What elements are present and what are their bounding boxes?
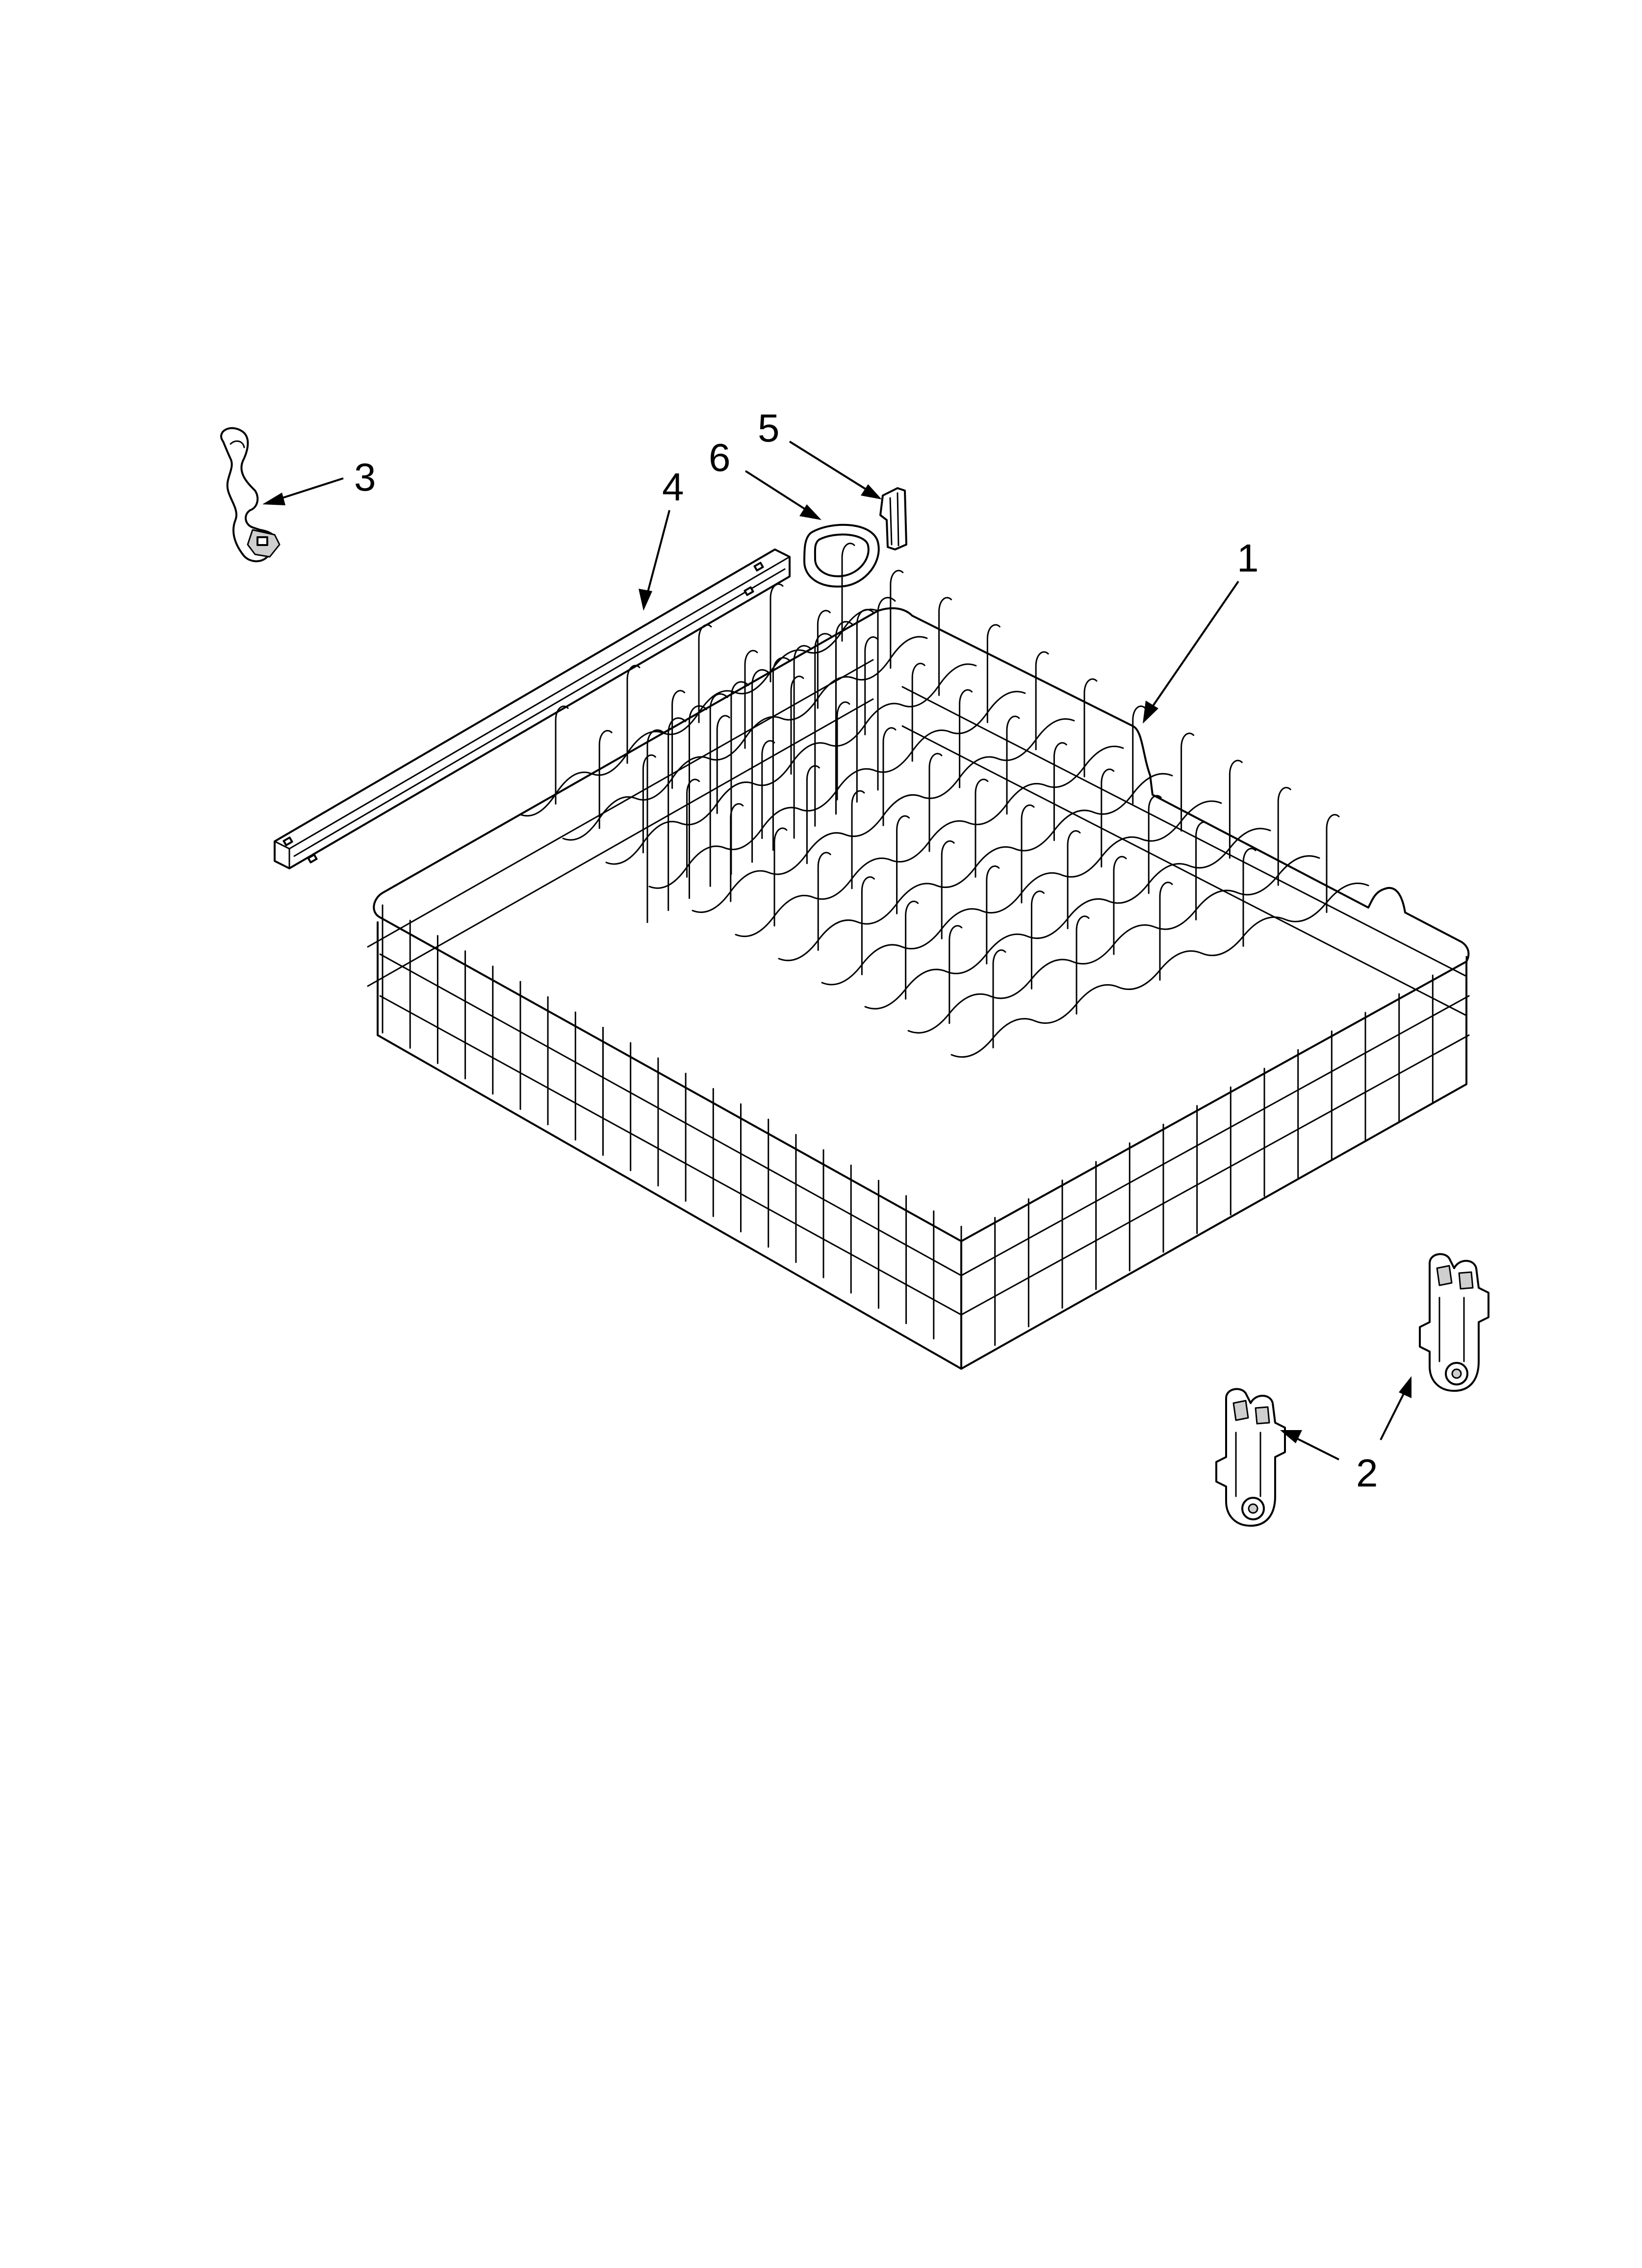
rack-tine	[1053, 742, 1067, 841]
rack-tine	[1076, 915, 1090, 1015]
rack-tine	[851, 790, 865, 889]
part-2-adjuster-right	[1419, 1253, 1489, 1392]
rack-tine	[992, 949, 1006, 1048]
rack-tine	[1277, 786, 1291, 886]
rack-back-tine	[877, 597, 896, 791]
rack-back-tine	[709, 693, 728, 887]
rack-tine	[770, 583, 784, 682]
part-1-dishrack	[367, 543, 1470, 1370]
callout-5: 5	[758, 406, 882, 499]
rack-tine	[555, 705, 569, 805]
callout-1: 1	[1143, 536, 1259, 724]
rack-tine	[1006, 715, 1020, 815]
rack-tine	[730, 803, 744, 902]
rack-back-tine	[751, 669, 770, 863]
rack-tine	[698, 624, 712, 723]
rack-tine	[890, 570, 904, 669]
callout-4-label: 4	[662, 465, 684, 509]
rack-tine	[817, 610, 831, 709]
rack-tine	[817, 852, 831, 951]
rack-tine	[642, 754, 656, 854]
callout-6: 6	[709, 436, 821, 520]
rack-tine	[1159, 882, 1173, 981]
rack-tine	[986, 865, 1000, 965]
part-6-ring	[803, 523, 880, 588]
rack-tine	[1113, 856, 1127, 955]
rack-tine	[949, 925, 963, 1024]
rack-tine	[1180, 732, 1195, 832]
rack-tine	[1083, 678, 1098, 778]
rack-tine	[1067, 830, 1081, 929]
rack-tine	[938, 597, 952, 696]
part-3-clip	[220, 427, 281, 563]
rack-tine	[1195, 821, 1209, 921]
rack-tine	[790, 676, 804, 775]
rack-tine	[911, 662, 925, 762]
rack-tine	[941, 840, 955, 939]
rack-tine	[896, 815, 910, 914]
rack-back-tine	[730, 681, 749, 875]
rack-back-tine	[689, 705, 707, 899]
rack-tine	[626, 665, 641, 764]
rack-tine	[928, 753, 943, 852]
part-2-adjuster-left	[1215, 1388, 1286, 1527]
rack-back-tine	[856, 609, 875, 803]
rack-tine	[975, 779, 989, 878]
rack-tine	[1132, 705, 1146, 805]
rack-tine	[1035, 651, 1049, 751]
rack-tine	[1101, 768, 1115, 868]
rack-tine	[716, 715, 730, 814]
rack-tine	[1030, 890, 1045, 990]
callout-1-label: 1	[1237, 536, 1259, 580]
rack-tine	[836, 701, 850, 801]
callout-2-label: 2	[1356, 1451, 1378, 1495]
callout-4: 4	[639, 465, 684, 611]
rack-tine	[882, 727, 897, 826]
rack-tine	[773, 827, 788, 927]
rack-tine	[986, 624, 1001, 723]
rack-tine	[671, 690, 686, 789]
part-4-rail	[274, 548, 791, 869]
rack-tine	[959, 689, 973, 788]
rack-tine	[744, 650, 758, 749]
rack-tine	[1021, 804, 1035, 904]
rack-back-tine	[772, 657, 791, 851]
rack-back-tine	[646, 729, 666, 923]
rack-tine	[686, 779, 700, 878]
rack-tine	[841, 543, 855, 642]
rack-back-tine	[835, 621, 854, 815]
rack-tine	[1229, 759, 1243, 859]
rack-tine	[1148, 795, 1162, 894]
rack-back-tine	[667, 717, 687, 911]
rack-back-tine	[793, 645, 812, 839]
callout-3: 3	[262, 455, 376, 505]
rack-tine	[864, 636, 878, 735]
callout-3-label: 3	[354, 455, 376, 499]
rack-tine	[905, 900, 919, 1000]
part-5-clip	[879, 487, 907, 550]
rack-tine	[806, 765, 820, 864]
rack-tine	[598, 730, 613, 829]
rack-tine	[1242, 848, 1257, 947]
rack-tine	[1326, 814, 1340, 913]
callout-6-label: 6	[709, 436, 731, 479]
rack-back-tine	[814, 633, 833, 827]
rack-tine	[861, 876, 875, 975]
callout-2: 2	[1280, 1376, 1411, 1495]
callout-5-label: 5	[758, 406, 780, 450]
